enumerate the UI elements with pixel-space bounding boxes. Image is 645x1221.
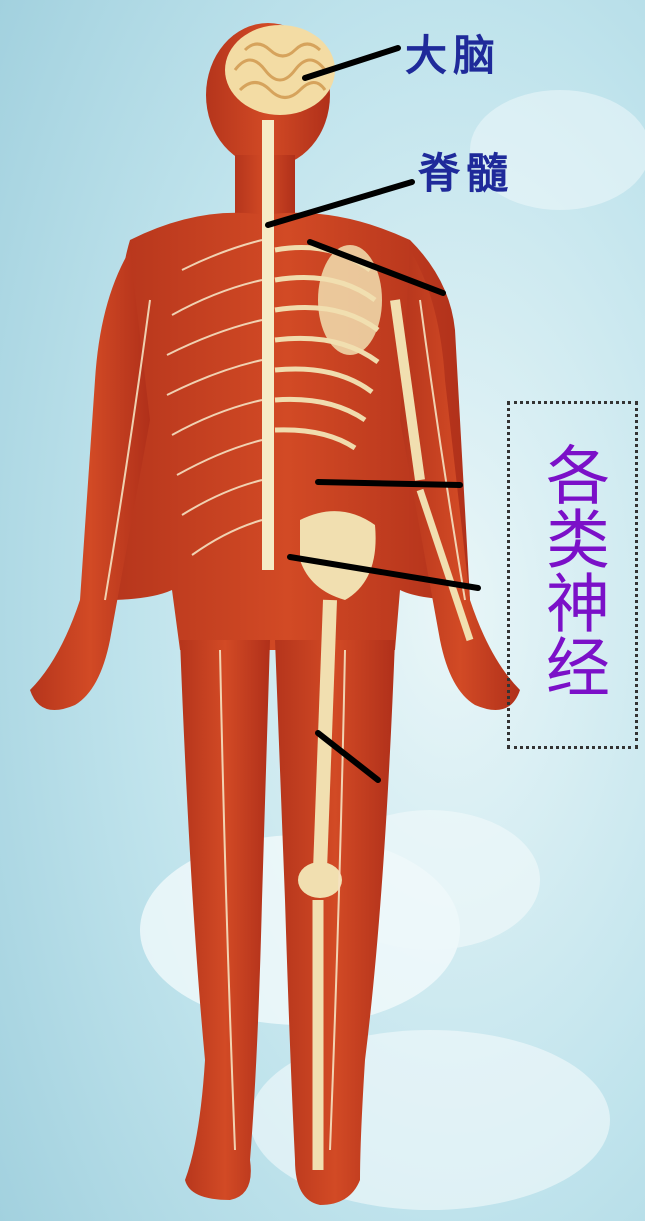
spinal-cord-label: 脊髓 <box>418 140 514 201</box>
brain <box>225 25 335 115</box>
scapula <box>318 245 382 355</box>
spinal-cord <box>262 120 274 570</box>
nerve-leader-line-2 <box>318 482 460 485</box>
brain-label: 大脑 <box>405 22 501 83</box>
nerves-label: 各类神经 <box>538 442 606 698</box>
nerves-label-box: 各类神经 <box>507 401 638 749</box>
knee <box>298 862 342 898</box>
